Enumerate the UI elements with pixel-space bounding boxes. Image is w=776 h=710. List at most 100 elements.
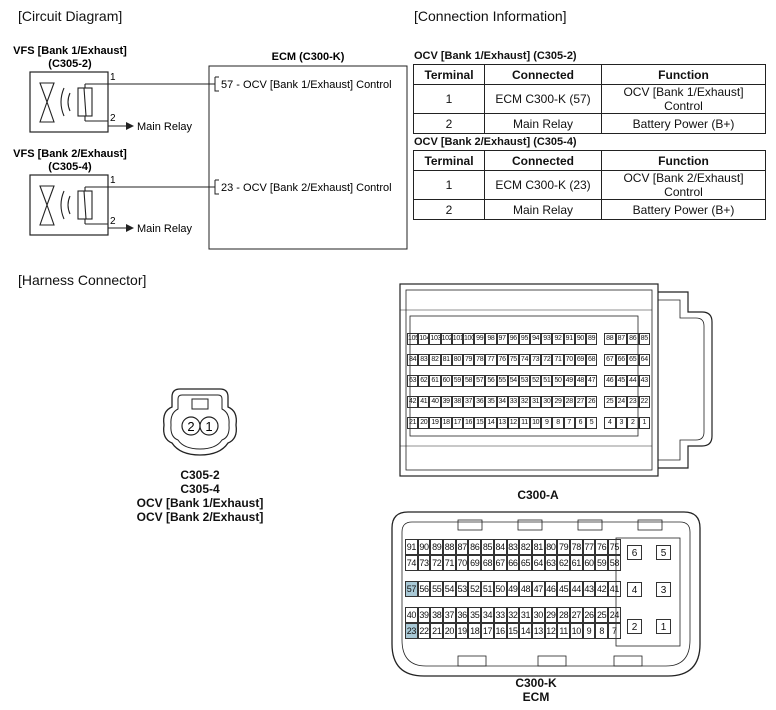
pin-101: 101 bbox=[451, 333, 463, 345]
pin-22: 22 bbox=[417, 623, 431, 639]
pin-102: 102 bbox=[440, 333, 452, 345]
table1-title: OCV [Bank 1/Exhaust] (C305-2) bbox=[414, 50, 577, 62]
vfs2-pin2: 2 bbox=[110, 216, 116, 227]
header-terminal: Terminal bbox=[413, 64, 485, 85]
pin-35: 35 bbox=[468, 607, 482, 623]
pin-61: 61 bbox=[429, 375, 441, 387]
c300k-pin-6: 6 bbox=[627, 545, 642, 560]
pin-19: 19 bbox=[429, 417, 441, 429]
pin-75: 75 bbox=[507, 354, 519, 366]
pin-34: 34 bbox=[481, 607, 494, 623]
pin-94: 94 bbox=[530, 333, 542, 345]
pin-44: 44 bbox=[627, 375, 639, 387]
connection-table-2: Terminal Connected Function 1 ECM C300-K… bbox=[413, 150, 766, 220]
pin-55: 55 bbox=[430, 581, 444, 597]
pin-11: 11 bbox=[518, 417, 531, 429]
c300k-housing bbox=[391, 511, 701, 677]
pin-29: 29 bbox=[544, 607, 558, 623]
pin-68: 68 bbox=[481, 555, 494, 571]
pin-90: 90 bbox=[574, 333, 586, 345]
circuit-diagram-title: [Circuit Diagram] bbox=[18, 8, 123, 24]
pin-6: 6 bbox=[574, 417, 586, 429]
pin-19: 19 bbox=[455, 623, 469, 639]
c305-pin-1: 1 bbox=[205, 419, 212, 434]
pin-72: 72 bbox=[541, 354, 553, 366]
pin-42: 42 bbox=[595, 581, 608, 597]
vfs1-box bbox=[29, 71, 109, 133]
c305-labels: C305-2 C305-4 OCV [Bank 1/Exhaust] OCV [… bbox=[100, 468, 300, 524]
pin-45: 45 bbox=[615, 375, 627, 387]
pin-55: 55 bbox=[496, 375, 508, 387]
pin-71: 71 bbox=[552, 354, 564, 366]
pin-66: 66 bbox=[615, 354, 627, 366]
connection-info-title: [Connection Information] bbox=[414, 8, 567, 24]
pin-12: 12 bbox=[507, 417, 519, 429]
pin-59: 59 bbox=[451, 375, 463, 387]
vfs2-main-relay: Main Relay bbox=[137, 223, 193, 235]
pin-2: 2 bbox=[627, 417, 639, 429]
header-function: Function bbox=[601, 64, 766, 85]
vfs1-connector: (C305-2) bbox=[48, 58, 92, 70]
pin-10: 10 bbox=[530, 417, 542, 429]
pin-61: 61 bbox=[569, 555, 583, 571]
pin-92: 92 bbox=[552, 333, 564, 345]
pin-73: 73 bbox=[530, 354, 542, 366]
pin-24: 24 bbox=[608, 607, 621, 623]
pin-74: 74 bbox=[518, 354, 531, 366]
pin-58: 58 bbox=[462, 375, 475, 387]
pin-18: 18 bbox=[440, 417, 452, 429]
pin-22: 22 bbox=[638, 396, 650, 408]
pin-69: 69 bbox=[574, 354, 586, 366]
pin-80: 80 bbox=[451, 354, 463, 366]
pin-70: 70 bbox=[455, 555, 469, 571]
pin-93: 93 bbox=[541, 333, 553, 345]
pin-43: 43 bbox=[582, 581, 596, 597]
pin-86: 86 bbox=[468, 539, 482, 555]
table-cell: Battery Power (B+) bbox=[601, 199, 766, 220]
pin-71: 71 bbox=[443, 555, 456, 571]
pin-64: 64 bbox=[638, 354, 650, 366]
pin-97: 97 bbox=[496, 333, 508, 345]
pin-73: 73 bbox=[417, 555, 431, 571]
pin-87: 87 bbox=[455, 539, 469, 555]
pin-33: 33 bbox=[493, 607, 507, 623]
pin-21: 21 bbox=[407, 417, 419, 429]
table-cell: ECM C300-K (57) bbox=[484, 84, 602, 114]
pin-83: 83 bbox=[418, 354, 430, 366]
pin-49: 49 bbox=[563, 375, 575, 387]
c305-pin-2: 2 bbox=[187, 419, 194, 434]
pin-26: 26 bbox=[586, 396, 598, 408]
table-row: 2 Main Relay Battery Power (B+) bbox=[413, 113, 766, 134]
pin-21: 21 bbox=[430, 623, 444, 639]
connection-table-1: Terminal Connected Function 1 ECM C300-K… bbox=[413, 64, 766, 134]
pin-24: 24 bbox=[615, 396, 627, 408]
table-cell: 1 bbox=[413, 170, 485, 200]
pin-30: 30 bbox=[541, 396, 553, 408]
pin-37: 37 bbox=[443, 607, 456, 623]
ecm-box bbox=[208, 65, 408, 250]
pin-28: 28 bbox=[563, 396, 575, 408]
pin-82: 82 bbox=[519, 539, 532, 555]
pin-68: 68 bbox=[586, 354, 598, 366]
pin-99: 99 bbox=[474, 333, 486, 345]
table-cell: Main Relay bbox=[484, 199, 602, 220]
pin-45: 45 bbox=[557, 581, 570, 597]
pin-65: 65 bbox=[627, 354, 639, 366]
pin-40: 40 bbox=[405, 607, 418, 623]
c300k-pin-4: 4 bbox=[627, 582, 642, 597]
pin-89: 89 bbox=[586, 333, 598, 345]
pin-88: 88 bbox=[604, 333, 616, 345]
c300k-pin-3: 3 bbox=[656, 582, 671, 597]
pin-67: 67 bbox=[493, 555, 507, 571]
pin-100: 100 bbox=[462, 333, 475, 345]
pin-14: 14 bbox=[485, 417, 497, 429]
pin-60: 60 bbox=[582, 555, 596, 571]
pin-78: 78 bbox=[569, 539, 583, 555]
